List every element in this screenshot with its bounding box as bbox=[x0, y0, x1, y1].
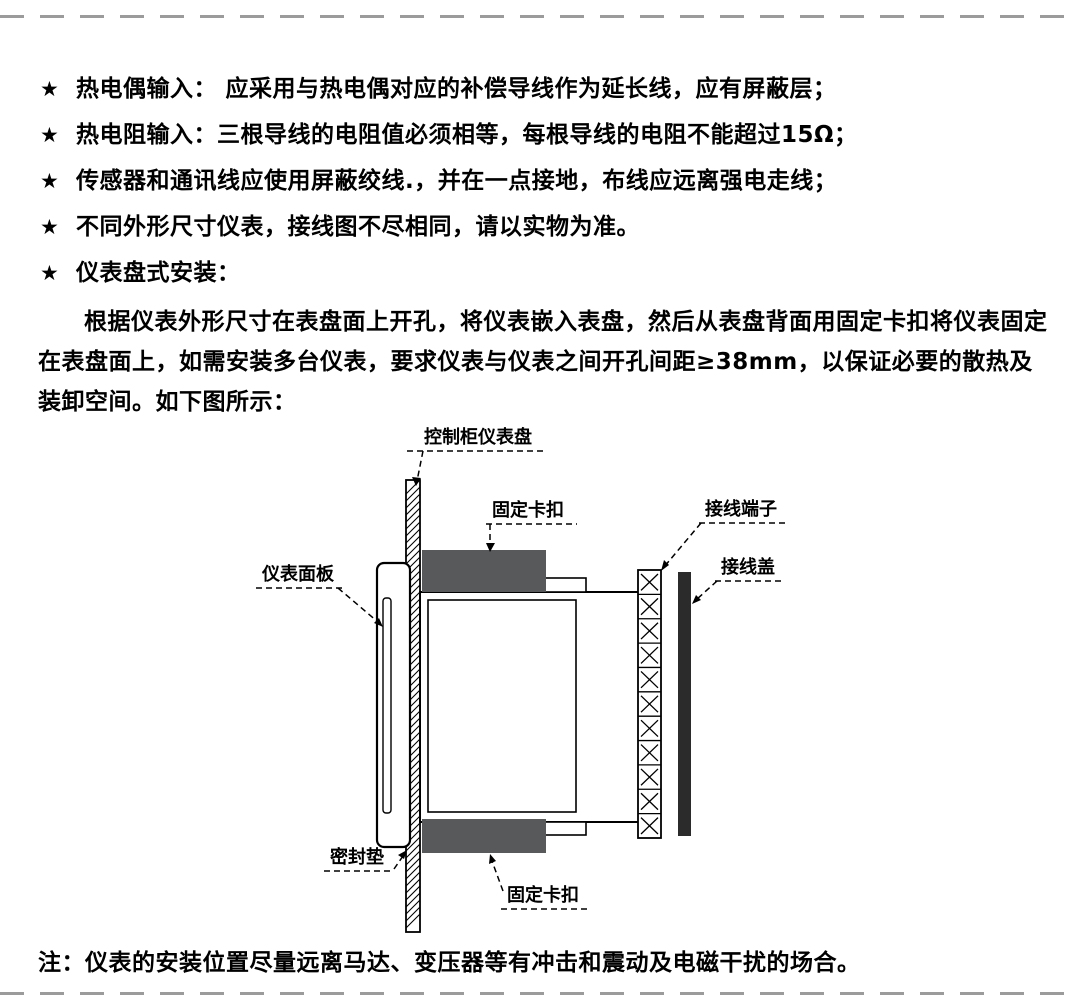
star-icon: ★ bbox=[40, 169, 60, 193]
label-cabinet-panel: 控制柜仪表盘 bbox=[424, 426, 532, 448]
label-fixing-clip-top: 固定卡扣 bbox=[492, 499, 564, 521]
leader-gasket-line bbox=[393, 855, 404, 870]
bullet-text: 传感器和通讯线应使用屏蔽绞线.，并在一点接地，布线应远离强电走线； bbox=[76, 168, 838, 194]
leader-panel-line bbox=[416, 450, 424, 482]
arrowhead-faceplate bbox=[374, 618, 383, 627]
case-side-face bbox=[427, 599, 577, 813]
arrowhead-cover bbox=[692, 595, 701, 604]
star-icon: ★ bbox=[40, 123, 60, 147]
bullet-text: 热电偶输入： 应采用与热电偶对应的补偿导线作为延长线，应有屏蔽层； bbox=[76, 76, 837, 102]
leader-faceplate-line bbox=[337, 587, 379, 623]
label-fixing-clip-bottom: 固定卡扣 bbox=[507, 884, 579, 906]
bullet-text: 热电阻输入：三根导线的电阻值必须相等，每根导线的电阻不能超过15Ω； bbox=[76, 122, 858, 148]
bullet-item-thermocouple: ★ 热电偶输入： 应采用与热电偶对应的补偿导线作为延长线，应有屏蔽层； bbox=[40, 74, 1052, 104]
arrowhead-gasket bbox=[398, 850, 407, 859]
label-faceplate: 仪表面板 bbox=[261, 563, 335, 585]
fixing-clip-bottom bbox=[422, 819, 546, 853]
leader-terminal-line bbox=[663, 522, 702, 568]
arrowhead-clip-top bbox=[486, 543, 495, 552]
instrument-faceplate bbox=[375, 561, 412, 849]
bullet-item-sensor-wiring: ★ 传感器和通讯线应使用屏蔽绞线.，并在一点接地，布线应远离强电走线； bbox=[40, 166, 1052, 196]
top-clip-rail bbox=[544, 577, 587, 593]
leader-cover-line bbox=[695, 580, 718, 601]
terminal-cover bbox=[678, 572, 691, 836]
bullet-list: ★ 热电偶输入： 应采用与热电偶对应的补偿导线作为延长线，应有屏蔽层； ★ 热电… bbox=[40, 74, 1052, 304]
terminal-screws bbox=[638, 573, 661, 835]
bottom-note: 注：仪表的安装位置尽量远离马达、变压器等有冲击和震动及电磁干扰的场合。 bbox=[38, 950, 861, 976]
label-terminal: 接线端子 bbox=[705, 498, 777, 520]
arrowhead-terminal bbox=[661, 560, 669, 571]
bullet-text: 不同外形尺寸仪表，接线图不尽相同，请以实物为准。 bbox=[76, 214, 640, 240]
bullet-item-panel-mount: ★ 仪表盘式安装： bbox=[40, 258, 1052, 288]
star-icon: ★ bbox=[40, 77, 60, 101]
label-gasket: 密封垫 bbox=[330, 846, 384, 868]
faceplate-inner-edge bbox=[382, 597, 392, 814]
star-icon: ★ bbox=[40, 215, 60, 239]
panel-mount-installation-diagram: 控制柜仪表盘 固定卡扣 接线端子 接线盖 仪表面板 密封垫 固定卡扣 bbox=[256, 426, 789, 933]
label-cover: 接线盖 bbox=[721, 556, 775, 578]
bottom-clip-rail bbox=[544, 821, 587, 836]
arrowhead-panel bbox=[412, 477, 421, 486]
star-icon: ★ bbox=[40, 261, 60, 285]
arrowhead-clip-bottom bbox=[489, 854, 496, 864]
bullet-text: 仪表盘式安装： bbox=[76, 260, 241, 286]
installation-paragraph: 根据仪表外形尺寸在表盘面上开孔，将仪表嵌入表盘，然后从表盘背面用固定卡扣将仪表固… bbox=[38, 309, 1048, 415]
panel-hatch-lines bbox=[405, 479, 421, 929]
page-bottom-dashed-border bbox=[0, 992, 1080, 995]
leader-clip-bottom-line bbox=[491, 860, 504, 892]
page-top-dashed-border bbox=[0, 15, 1080, 18]
fixing-clip-top bbox=[422, 550, 546, 592]
bullet-item-rtd: ★ 热电阻输入：三根导线的电阻值必须相等，每根导线的电阻不能超过15Ω； bbox=[40, 120, 1052, 150]
bullet-item-dimensions: ★ 不同外形尺寸仪表，接线图不尽相同，请以实物为准。 bbox=[40, 212, 1052, 242]
